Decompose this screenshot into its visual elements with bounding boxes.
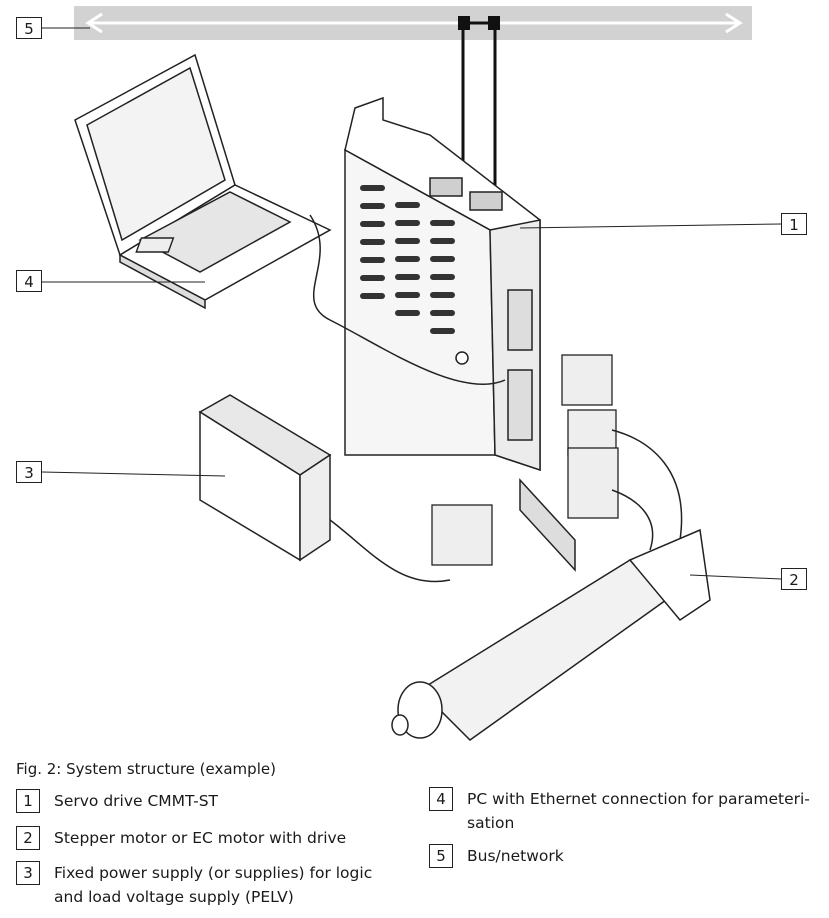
legend-number: 2 — [16, 826, 40, 850]
plug-connectors — [431, 354, 619, 566]
callout-leaders — [41, 27, 782, 580]
legend-item-1: 1 Servo drive CMMT-ST — [16, 789, 218, 813]
legend-text: Servo drive CMMT-ST — [54, 792, 218, 810]
power-cable — [329, 519, 451, 583]
legend-text-line-2: sation — [467, 814, 515, 832]
legend-text-line-2: and load voltage supply (PELV) — [54, 888, 294, 906]
power-supply — [198, 394, 332, 562]
legend-item-5: 5 Bus/network — [429, 844, 564, 868]
legend-number: 5 — [429, 844, 453, 868]
system-structure-diagram — [41, 6, 782, 741]
bus-cables — [461, 30, 497, 205]
callout-1: 1 — [781, 213, 807, 235]
legend-text: Fixed power supply (or supplies) for log… — [54, 861, 372, 909]
callout-5: 5 — [16, 17, 42, 39]
legend-text: PC with Ethernet connection for paramete… — [467, 787, 810, 835]
legend-text-line-1: PC with Ethernet connection for paramete… — [467, 790, 810, 808]
callout-3: 3 — [16, 461, 42, 483]
callout-2: 2 — [781, 568, 807, 590]
legend-number: 4 — [429, 787, 453, 811]
figure-caption: Fig. 2: System structure (example) — [16, 760, 276, 778]
servo-drive — [344, 96, 576, 572]
bus-network-bar — [74, 6, 752, 40]
legend-text-line-1: Fixed power supply (or supplies) for log… — [54, 864, 373, 882]
legend-item-4: 4 PC with Ethernet connection for parame… — [429, 787, 810, 835]
motor-cable-1 — [611, 429, 683, 541]
motor-cable-2 — [611, 489, 654, 551]
legend-text: Bus/network — [467, 847, 564, 865]
legend-item-2: 2 Stepper motor or EC motor with drive — [16, 826, 346, 850]
legend-text: Stepper motor or EC motor with drive — [54, 829, 347, 847]
stepper-motor-actuator — [391, 528, 711, 741]
callout-4: 4 — [16, 270, 42, 292]
ethernet-cable-pc — [309, 214, 506, 385]
legend-number: 3 — [16, 861, 40, 885]
legend-number: 1 — [16, 789, 40, 813]
legend-item-3: 3 Fixed power supply (or supplies) for l… — [16, 861, 372, 909]
laptop-pc — [74, 53, 332, 310]
